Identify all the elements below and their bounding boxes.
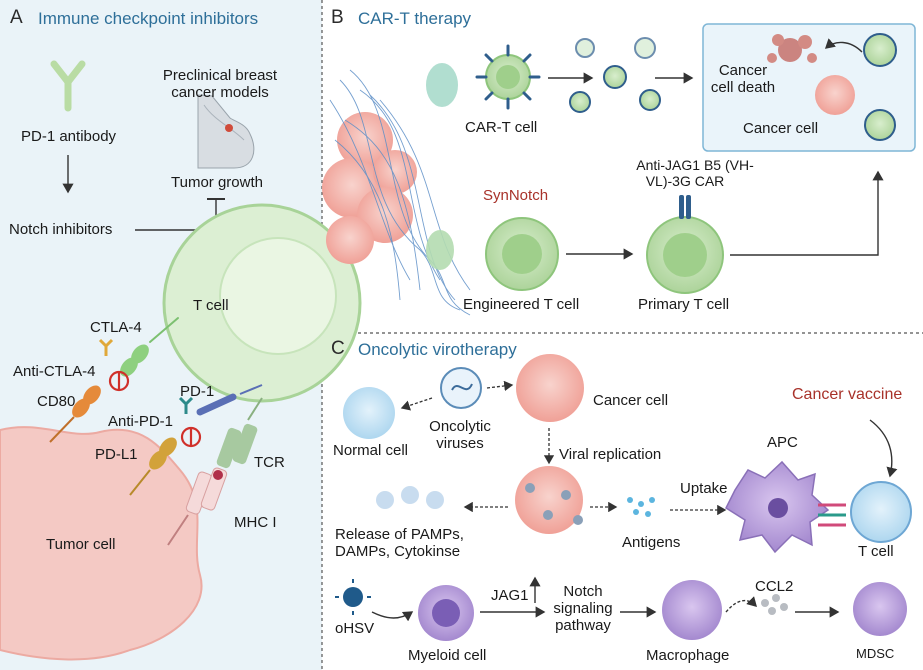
label-myeloid-cell: Myeloid cell bbox=[408, 647, 487, 664]
virions bbox=[525, 483, 583, 525]
label-cancer-cell-b: Cancer cell bbox=[743, 120, 819, 137]
t-cell-c-icon bbox=[850, 481, 912, 543]
label-pd1-antibody: PD-1 antibody bbox=[21, 128, 117, 145]
collagen-fibers bbox=[329, 69, 471, 316]
label-pdl1: PD-L1 bbox=[95, 446, 138, 463]
cd80-ligand bbox=[49, 385, 101, 443]
panel-b-letter: B bbox=[331, 7, 344, 28]
label-anti-ctla4: Anti-CTLA-4 bbox=[13, 363, 96, 380]
box-cart-cells bbox=[863, 33, 897, 141]
cancer-cell-c-icon bbox=[516, 354, 584, 422]
infected-cancer-cell-icon bbox=[515, 466, 583, 534]
label-engineered-t-cell: Engineered T cell bbox=[463, 296, 580, 313]
label-notch-inhibitors: Notch inhibitors bbox=[9, 221, 113, 238]
label-primary-t-cell: Primary T cell bbox=[638, 296, 730, 313]
label-ctla4: CTLA-4 bbox=[90, 319, 142, 336]
ccl2-icon bbox=[761, 594, 788, 615]
ctla4-receptor bbox=[120, 317, 179, 377]
label-mhc1: MHC I bbox=[234, 514, 277, 531]
ohsv-icon bbox=[335, 579, 371, 615]
label-cd80: CD80 bbox=[37, 393, 76, 410]
label-normal-cell: Normal cell bbox=[333, 442, 409, 459]
label-tcr: TCR bbox=[254, 454, 285, 471]
label-cancer-vaccine: Cancer vaccine bbox=[792, 386, 903, 403]
antigens-icon bbox=[627, 497, 655, 517]
mdsc-icon bbox=[853, 582, 907, 636]
pamps-icon bbox=[376, 486, 444, 509]
label-ohsv: oHSV bbox=[335, 620, 375, 637]
label-notch-l2: signaling bbox=[553, 600, 613, 617]
tcr-receptor bbox=[216, 397, 263, 469]
arrow-vaccine bbox=[869, 419, 898, 478]
cart-cell-icon bbox=[475, 44, 541, 110]
cancer-cell-death-box bbox=[702, 23, 916, 152]
label-anti-jag1-l1: Anti-JAG1 B5 (VH- bbox=[636, 157, 754, 173]
label-oncolytic-l2: viruses bbox=[436, 435, 484, 452]
label-notch-l3: pathway bbox=[555, 617, 611, 634]
panel-b-title: CAR-T therapy bbox=[358, 9, 472, 28]
pd1-antibody-icon bbox=[50, 60, 86, 112]
label-jag1: JAG1 bbox=[491, 587, 529, 604]
stromal-cell bbox=[426, 63, 458, 107]
label-cancer-cell-death-l1: Cancer bbox=[718, 62, 768, 79]
expanded-cart-cells bbox=[569, 37, 661, 113]
macrophage-icon bbox=[662, 580, 722, 640]
label-notch-l1: Notch bbox=[563, 583, 603, 600]
label-anti-pd1: Anti-PD-1 bbox=[108, 413, 174, 430]
panel-c-title: Oncolytic virotherapy bbox=[358, 340, 517, 359]
label-viral-replication: Viral replication bbox=[559, 446, 662, 463]
t-cell-nucleus bbox=[219, 237, 337, 355]
dying-cancer-cell bbox=[767, 34, 817, 63]
panel-a-letter: A bbox=[10, 7, 23, 28]
label-cancer-cell-death-l2: cell death bbox=[710, 79, 776, 96]
label-mdsc: MDSC bbox=[856, 646, 895, 661]
label-antigens: Antigens bbox=[622, 534, 681, 551]
pd1-receptor bbox=[196, 384, 263, 416]
label-tumor-cell-a: Tumor cell bbox=[46, 536, 116, 553]
label-pd1: PD-1 bbox=[180, 383, 215, 400]
label-release-l1: Release of PAMPs, bbox=[335, 526, 464, 543]
breast-model-icon bbox=[197, 94, 255, 169]
label-synnotch: SynNotch bbox=[483, 187, 549, 204]
label-t-cell-a: T cell bbox=[193, 297, 229, 314]
panel-c-letter: C bbox=[331, 338, 345, 359]
pdl1-ligand bbox=[129, 437, 177, 496]
tumor-cell-shape bbox=[0, 426, 203, 661]
label-macrophage: Macrophage bbox=[646, 647, 730, 664]
anti-ctla4-antibody bbox=[98, 338, 114, 356]
normal-cell-icon bbox=[343, 387, 395, 439]
label-t-cell-c: T cell bbox=[858, 543, 894, 560]
label-apc: APC bbox=[767, 434, 798, 451]
apc-t-cell-receptors bbox=[818, 503, 846, 527]
label-tumor-growth: Tumor growth bbox=[171, 174, 263, 191]
mhc1-molecule bbox=[167, 467, 228, 546]
label-cart-cell: CAR-T cell bbox=[465, 119, 538, 136]
label-oncolytic-l1: Oncolytic bbox=[429, 418, 491, 435]
panel-a-title: Immune checkpoint inhibitors bbox=[38, 9, 259, 28]
stromal-cell-2 bbox=[426, 230, 454, 270]
label-preclinical-l2: cancer models bbox=[171, 84, 269, 101]
label-uptake: Uptake bbox=[680, 480, 728, 497]
target-cancer-cell bbox=[815, 75, 855, 115]
label-release-l2: DAMPs, Cytokinse bbox=[335, 543, 461, 560]
anti-jag1-car-receptor bbox=[679, 195, 691, 219]
arrow-primary-to-box bbox=[730, 170, 884, 256]
anti-pd1-antibody bbox=[178, 396, 194, 414]
label-anti-jag1-l2: VL)-3G CAR bbox=[645, 173, 725, 189]
oncolytic-virus-icon bbox=[440, 367, 482, 409]
label-preclinical-l1: Preclinical breast bbox=[162, 67, 278, 84]
label-ccl2: CCL2 bbox=[755, 578, 794, 595]
label-cancer-cell-c: Cancer cell bbox=[593, 392, 669, 409]
tumor-cluster-b bbox=[322, 112, 417, 264]
